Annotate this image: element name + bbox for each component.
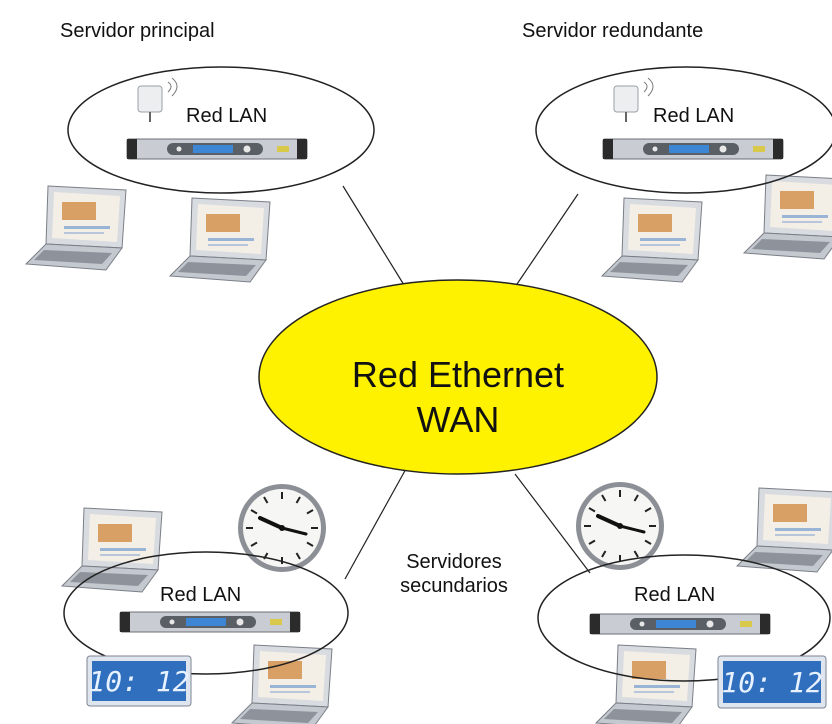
laptop-icon	[601, 197, 703, 283]
server-rack-icon	[119, 611, 301, 633]
digital-clock-time: 10: 12	[88, 665, 189, 698]
wan-cloud: Red Ethernet WAN	[258, 279, 658, 475]
digital-clock-time: 10: 12	[721, 666, 822, 699]
main-server-group: Red LAN	[25, 66, 375, 283]
secondary-servers-caption-line2: secundarios	[400, 575, 508, 597]
redundant-server-group: Red LAN	[535, 66, 832, 283]
laptop-icon	[25, 185, 127, 271]
wan-label-line2: WAN	[417, 399, 500, 440]
laptop-icon	[736, 487, 832, 573]
secondary-server-right-group: Red LAN 10: 12	[537, 480, 832, 724]
server-rack-icon	[602, 138, 784, 160]
lan-ellipse	[535, 66, 832, 194]
laptop-icon	[231, 644, 333, 724]
wan-ellipse	[258, 279, 658, 475]
lan-label: Red LAN	[653, 105, 734, 127]
laptop-icon	[595, 644, 697, 724]
link-main	[342, 185, 405, 286]
secondary-server-left-group: Red LAN 10: 12	[61, 482, 349, 724]
lan-ellipse	[67, 66, 375, 194]
server-rack-icon	[126, 138, 308, 160]
lan-ellipse	[63, 551, 349, 675]
laptop-icon	[743, 174, 832, 260]
laptop-icon	[169, 197, 271, 283]
wan-label-line1: Red Ethernet	[352, 354, 564, 395]
antenna-icon	[613, 77, 654, 123]
digital-clock-icon: 10: 12	[86, 655, 192, 707]
lan-ellipse	[537, 554, 831, 682]
lan-label: Red LAN	[186, 105, 267, 127]
connection-lines	[342, 185, 591, 580]
main-server-caption: Servidor principal	[60, 20, 215, 42]
laptop-icon	[61, 507, 163, 593]
lan-label: Red LAN	[160, 584, 241, 606]
digital-clock-icon: 10: 12	[717, 655, 827, 709]
link-secondary-left	[344, 466, 408, 580]
wall-clock-icon	[236, 482, 328, 574]
lan-label: Red LAN	[634, 584, 715, 606]
secondary-servers-caption-line1: Servidores	[406, 551, 502, 573]
link-redundant	[512, 193, 579, 291]
server-rack-icon	[589, 613, 771, 635]
antenna-icon	[137, 77, 178, 123]
link-secondary-right	[514, 473, 591, 574]
redundant-server-caption: Servidor redundante	[522, 20, 703, 42]
